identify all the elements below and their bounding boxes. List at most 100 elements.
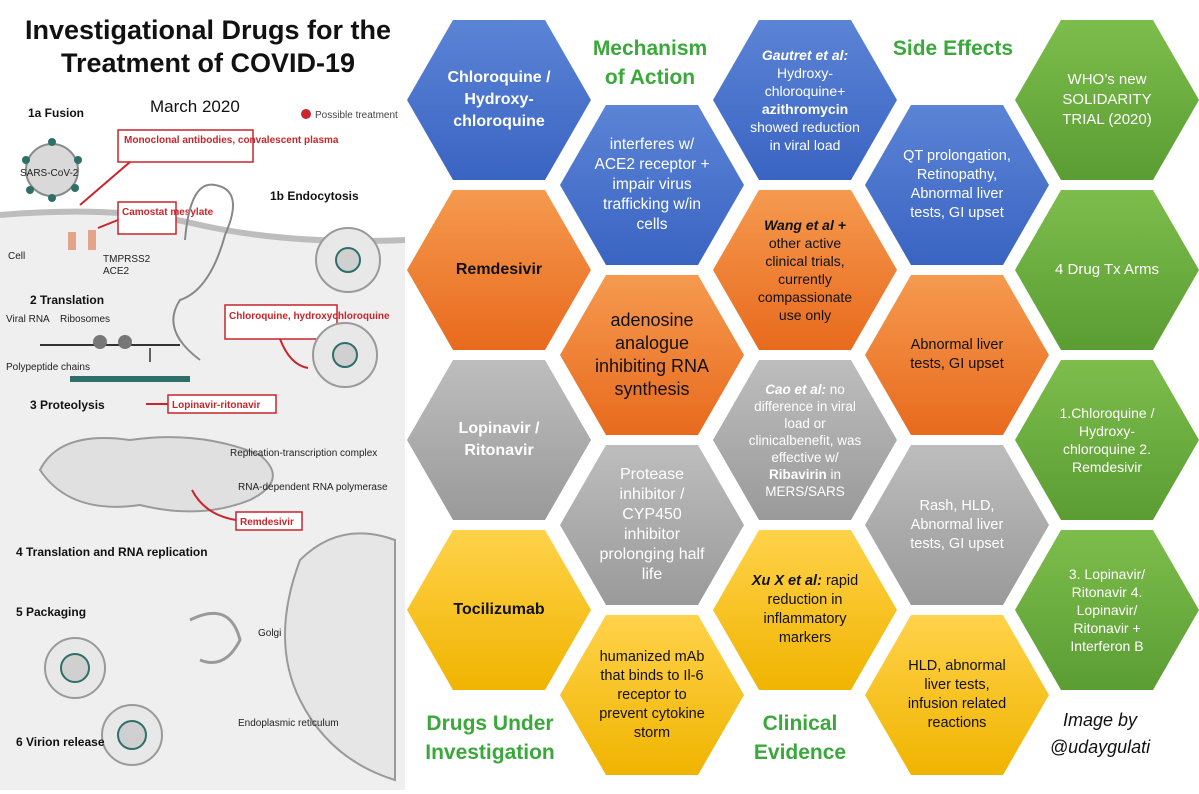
evidence-gautret-line2: showed reduction in viral load xyxy=(750,119,860,153)
mech-remdesivir-text: adenosine analogue inhibiting RNA synthe… xyxy=(594,310,710,399)
treatment-chloroquine: Chloroquine, hydroxychloroquine xyxy=(229,311,390,322)
viral-lifecycle-panel: Investigational Drugs for the Treatment … xyxy=(0,0,410,794)
sars-cov-2-virion xyxy=(22,138,82,202)
ribosome-1 xyxy=(93,335,107,349)
who-trial-text: WHO’s new SOLIDARITY TRIAL (2020) xyxy=(1062,71,1152,128)
side-effects-lopinavir-text: Rash, HLD, Abnormal liver tests, GI upse… xyxy=(910,497,1004,552)
hex-mech-tocilizumab: humanized mAb that binds to Il-6 recepto… xyxy=(560,615,744,775)
who-arms-text: 4 Drug Tx Arms xyxy=(1055,261,1159,278)
evidence-gautret-author: Gautret et al: xyxy=(761,47,849,63)
treatment-remdesivir: Remdesivir xyxy=(240,517,294,528)
who-arms-1-2-text: 1.Chloroquine / Hydroxy-chloroquine 2. R… xyxy=(1059,405,1155,475)
hex-side-effects-remdesivir: Abnormal liver tests, GI upset xyxy=(865,275,1049,435)
treatment-legend-dot xyxy=(301,109,311,119)
tmprss2-label: TMPRSS2 xyxy=(103,254,151,265)
evidence-wang-body: other active clinical trials, currently … xyxy=(757,235,853,323)
packaged-virion xyxy=(44,637,106,699)
side-effects-remdesivir-text: Abnormal liver tests, GI upset xyxy=(910,337,1004,372)
drug-lopinavir-text: Lopinavir / Ritonavir xyxy=(458,420,540,459)
endoplasmic-reticulum-shape xyxy=(284,532,396,782)
evidence-wang-author: Wang et al + xyxy=(764,217,846,233)
drug-chloroquine-text: Chloroquine / Hydroxy-chloroquine xyxy=(447,69,551,130)
evidence-gautret-line1: Hydroxy-chloroquine+ xyxy=(764,65,846,99)
evidence-cao-line1: no difference in viral load or clinicalb… xyxy=(748,381,862,465)
hex-who-trial: WHO’s new SOLIDARITY TRIAL (2020) xyxy=(1015,20,1199,180)
hex-drug-lopinavir: Lopinavir / Ritonavir xyxy=(407,360,591,520)
evidence-gautret-text: Gautret et al: Hydroxy-chloroquine+ azit… xyxy=(747,46,863,154)
antibodies-arrow xyxy=(79,161,131,206)
mech-lopinavir-text: Protease inhibitor / CYP450 inhibitor pr… xyxy=(599,466,705,583)
evidence-gautret-drug: azithromycin xyxy=(761,101,849,117)
hex-mech-lopinavir: Protease inhibitor / CYP450 inhibitor pr… xyxy=(560,445,744,605)
viral-lifecycle-diagram: SARS-CoV-2 1a Fusion Possible treatment … xyxy=(0,106,405,790)
rdrp-label: RNA-dependent RNA polymerase xyxy=(238,482,388,493)
side-effects-chloroquine-text: QT prolongation, Retinopathy, Abnormal l… xyxy=(903,148,1011,221)
evidence-wang-text: Wang et al + other active clinical trial… xyxy=(747,216,863,324)
step-translation: 2 Translation xyxy=(30,293,104,307)
polypeptide-chain xyxy=(70,376,190,382)
evidence-cao-author: Cao et al: xyxy=(765,381,826,397)
hex-mech-remdesivir: adenosine analogue inhibiting RNA synthe… xyxy=(560,275,744,435)
hex-drug-tocilizumab: Tocilizumab xyxy=(407,530,591,690)
treatment-legend: Possible treatment xyxy=(315,110,398,121)
drug-hexagon-grid: Mechanism of Action Side Effects Drugs U… xyxy=(405,0,1199,794)
header-side-effects: Side Effects xyxy=(892,37,1014,60)
drug-tocilizumab-text: Tocilizumab xyxy=(453,601,545,618)
replication-complex-label: Replication-transcription complex xyxy=(230,448,377,459)
hex-drug-remdesivir: Remdesivir xyxy=(407,190,591,350)
evidence-xu-author: Xu X et al: xyxy=(751,573,822,589)
released-virion xyxy=(101,704,163,766)
ribosome-2 xyxy=(118,335,132,349)
chloroquine-arrow xyxy=(279,338,309,369)
viral-rna-label: Viral RNA xyxy=(6,314,50,325)
header-evidence: Clinical Evidence xyxy=(753,712,847,764)
step-virion-release: 6 Virion release xyxy=(16,735,105,749)
step-proteolysis: 3 Proteolysis xyxy=(30,398,105,412)
hex-who-arms-3-4: 3. Lopinavir/ Ritonavir 4. Lopinavir/ Ri… xyxy=(1015,530,1199,690)
replication-complex-shape xyxy=(38,436,274,513)
step-packaging: 5 Packaging xyxy=(16,605,86,619)
hex-who-arms: 4 Drug Tx Arms xyxy=(1015,190,1199,350)
side-effects-tocilizumab-text: HLD, abnormal liver tests, infusion rela… xyxy=(907,658,1007,731)
step-fusion: 1a Fusion xyxy=(28,106,84,120)
who-arms-3-4-text: 3. Lopinavir/ Ritonavir 4. Lopinavir/ Ri… xyxy=(1068,566,1146,654)
ace2-label: ACE2 xyxy=(103,266,130,277)
header-drugs: Drugs Under Investigation xyxy=(425,712,555,764)
evidence-xu-body: rapid reduction in inflammatory markers xyxy=(763,573,859,646)
camostat-box xyxy=(117,201,177,235)
endosome xyxy=(315,227,381,293)
tmprss2-receptor xyxy=(88,230,96,250)
hex-evidence-cao: Cao et al: no difference in viral load o… xyxy=(713,360,897,520)
camostat-arrow xyxy=(97,219,119,229)
hex-evidence-xu: Xu X et al: rapid reduction in inflammat… xyxy=(713,530,897,690)
late-endosome xyxy=(312,322,378,388)
chloroquine-box xyxy=(224,304,338,340)
ribosomes-label: Ribosomes xyxy=(60,314,110,325)
hex-evidence-gautret: Gautret et al: Hydroxy-chloroquine+ azit… xyxy=(713,20,897,180)
ace2-receptor xyxy=(68,232,76,250)
hex-side-effects-lopinavir: Rash, HLD, Abnormal liver tests, GI upse… xyxy=(865,445,1049,605)
evidence-cao-line2: in MERS/SARS xyxy=(765,466,845,499)
evidence-xu-text: Xu X et al: rapid reduction in inflammat… xyxy=(747,572,863,648)
evidence-cao-drug: Ribavirin xyxy=(768,466,827,482)
hex-mech-chloroquine: interferes w/ ACE2 receptor + impair vir… xyxy=(560,105,744,265)
hex-drug-chloroquine: Chloroquine / Hydroxy-chloroquine xyxy=(407,20,591,180)
hex-side-effects-chloroquine: QT prolongation, Retinopathy, Abnormal l… xyxy=(865,105,1049,265)
treatment-antibodies: Monoclonal antibodies, convalescent plas… xyxy=(124,135,339,146)
evidence-cao-text: Cao et al: no difference in viral load o… xyxy=(747,381,863,500)
drug-remdesivir-text: Remdesivir xyxy=(455,261,543,278)
antibodies-box xyxy=(117,129,254,163)
page-subtitle: March 2020 xyxy=(150,97,240,116)
step-translation-replication: 4 Translation and RNA replication xyxy=(16,545,208,559)
hex-side-effects-tocilizumab: HLD, abnormal liver tests, infusion rela… xyxy=(865,615,1049,775)
mech-tocilizumab-text: humanized mAb that binds to Il-6 recepto… xyxy=(599,648,705,741)
treatment-lopinavir: Lopinavir-ritonavir xyxy=(172,400,260,411)
hex-who-arms-1-2: 1.Chloroquine / Hydroxy-chloroquine 2. R… xyxy=(1015,360,1199,520)
header-mechanism: Mechanism of Action xyxy=(592,37,708,89)
image-credit: Image by @udaygulati xyxy=(1049,710,1151,757)
golgi-label: Golgi xyxy=(258,628,281,639)
polypeptide-label: Polypeptide chains xyxy=(6,362,90,373)
golgi-shape xyxy=(189,611,242,664)
page-title: Investigational Drugs for the Treatment … xyxy=(24,15,392,78)
remdesivir-arrow xyxy=(191,489,237,521)
